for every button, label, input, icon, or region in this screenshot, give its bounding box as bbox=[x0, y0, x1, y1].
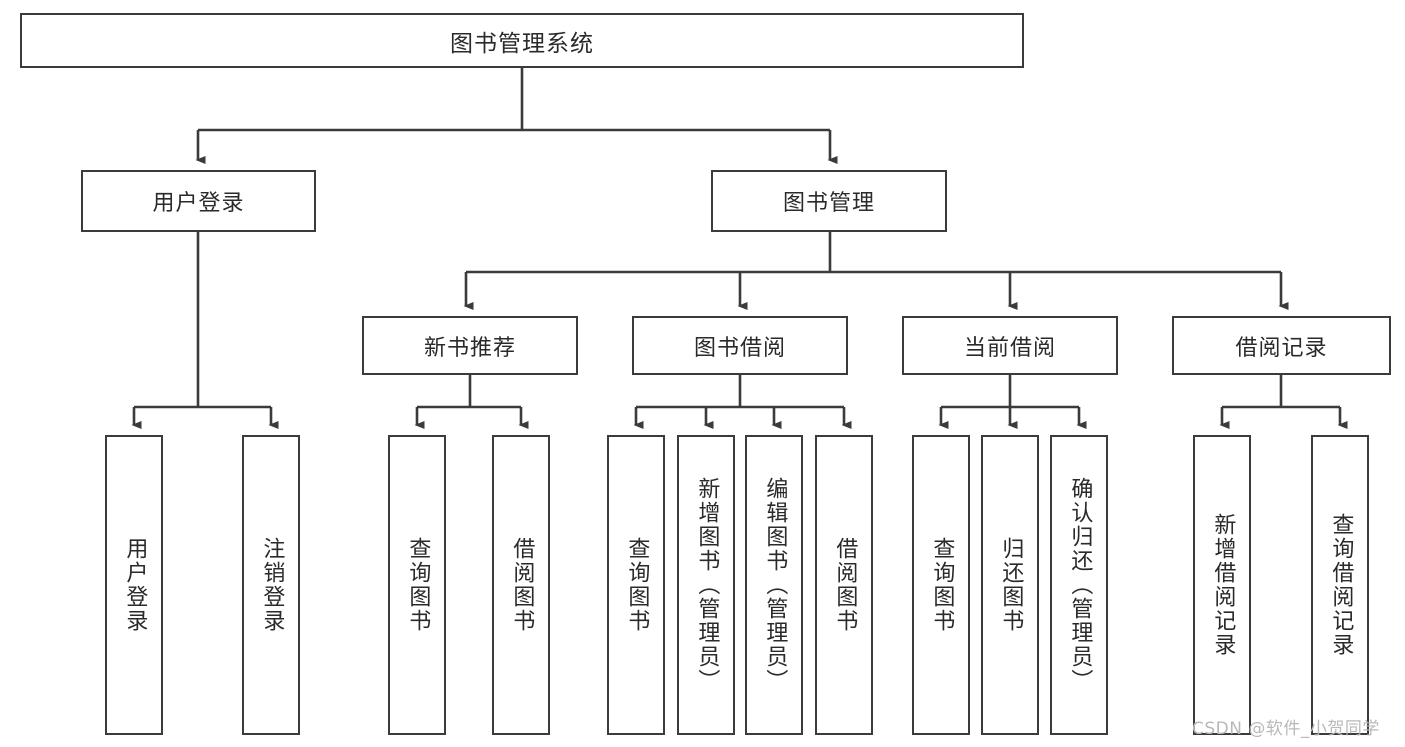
leaf-book-borrow-query[interactable]: 查询图书 bbox=[607, 435, 665, 735]
node-label: 新增图书（管理员） bbox=[694, 477, 720, 693]
node-root-system[interactable]: 图书管理系统 bbox=[20, 13, 1024, 68]
node-label: 归还图书 bbox=[998, 537, 1024, 633]
leaf-user-login-login[interactable]: 用户登录 bbox=[105, 435, 163, 735]
leaf-book-borrow-edit[interactable]: 编辑图书（管理员） bbox=[745, 435, 803, 735]
node-label: 图书借阅 bbox=[693, 335, 786, 361]
node-label: 查询借阅记录 bbox=[1328, 513, 1354, 657]
node-label: 查询图书 bbox=[929, 537, 955, 633]
node-label: 注销登录 bbox=[259, 537, 285, 633]
node-label: 借阅图书 bbox=[832, 537, 858, 633]
node-book-management[interactable]: 图书管理 bbox=[711, 170, 947, 232]
node-label: 借阅记录 bbox=[1235, 335, 1328, 361]
node-label: 查询图书 bbox=[405, 537, 431, 633]
node-label: 编辑图书（管理员） bbox=[762, 477, 788, 693]
node-label: 确认归还（管理员） bbox=[1067, 477, 1093, 693]
leaf-book-borrow-borrow[interactable]: 借阅图书 bbox=[815, 435, 873, 735]
leaf-book-borrow-add[interactable]: 新增图书（管理员） bbox=[677, 435, 735, 735]
node-label: 用户登录 bbox=[152, 191, 245, 216]
node-user-login[interactable]: 用户登录 bbox=[81, 170, 316, 232]
node-label: 新书推荐 bbox=[423, 335, 516, 361]
node-label: 当前借阅 bbox=[963, 335, 1056, 361]
node-borrow-record[interactable]: 借阅记录 bbox=[1172, 316, 1391, 375]
node-label: 查询图书 bbox=[624, 537, 650, 633]
leaf-current-borrow-query[interactable]: 查询图书 bbox=[912, 435, 970, 735]
node-book-borrow[interactable]: 图书借阅 bbox=[632, 316, 848, 375]
leaf-new-book-borrow[interactable]: 借阅图书 bbox=[492, 435, 550, 735]
leaf-new-book-query[interactable]: 查询图书 bbox=[388, 435, 446, 735]
node-label: 图书管理系统 bbox=[450, 30, 594, 57]
node-label: 用户登录 bbox=[122, 537, 148, 633]
watermark-text: CSDN @软件_小贺同学 bbox=[1192, 719, 1380, 739]
node-new-book-recommend[interactable]: 新书推荐 bbox=[362, 316, 578, 375]
leaf-borrow-record-query[interactable]: 查询借阅记录 bbox=[1311, 435, 1369, 735]
node-label: 图书管理 bbox=[782, 191, 875, 216]
node-current-borrow[interactable]: 当前借阅 bbox=[902, 316, 1118, 375]
leaf-user-login-logout[interactable]: 注销登录 bbox=[242, 435, 300, 735]
leaf-current-borrow-return[interactable]: 归还图书 bbox=[981, 435, 1039, 735]
node-label: 借阅图书 bbox=[509, 537, 535, 633]
node-label: 新增借阅记录 bbox=[1210, 513, 1236, 657]
leaf-borrow-record-add[interactable]: 新增借阅记录 bbox=[1193, 435, 1251, 735]
leaf-current-borrow-confirm-return[interactable]: 确认归还（管理员） bbox=[1050, 435, 1108, 735]
